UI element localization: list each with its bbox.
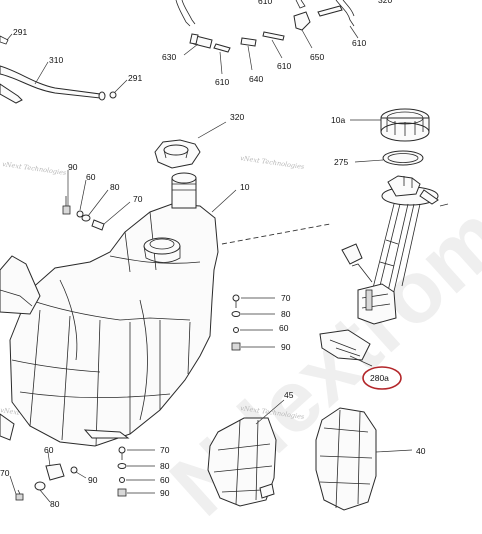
callout-280a: 280a	[370, 373, 389, 383]
elbow-650[interactable]	[293, 11, 311, 31]
callout-60-bottom: 60	[160, 475, 170, 485]
vent-hose-310[interactable]	[0, 65, 106, 104]
callout-90-bottom-left: 90	[88, 475, 98, 485]
callout-80-upper: 80	[110, 182, 120, 192]
heat-shield-40[interactable]	[315, 407, 377, 511]
callout-80-right: 80	[281, 309, 291, 319]
hose-610-a[interactable]	[213, 43, 231, 53]
fuel-pump-module[interactable]	[319, 175, 439, 361]
lock-ring-10a[interactable]	[380, 108, 430, 142]
callout-640: 640	[249, 74, 263, 84]
vent-line-top[interactable]	[175, 0, 196, 27]
callout-40: 40	[416, 446, 426, 456]
hardware-stack-upper-left[interactable]	[62, 196, 105, 231]
heat-shield-45[interactable]	[207, 417, 277, 507]
fuel-cap-320[interactable]	[154, 139, 201, 169]
small-watermark-1: vNext Technologies	[2, 160, 68, 177]
callout-310: 310	[49, 55, 63, 65]
left-edge-component[interactable]	[0, 255, 41, 441]
assembly-dashed-line	[221, 223, 331, 245]
callout-80-bottom: 80	[160, 461, 170, 471]
callout-90-bottom: 90	[160, 488, 170, 498]
callout-70-bottom: 70	[160, 445, 170, 455]
callout-320-top: 320	[378, 0, 392, 5]
hardware-stack-bottom-center[interactable]	[117, 446, 127, 497]
hardware-stack-right[interactable]	[231, 294, 241, 351]
hose-610-c[interactable]	[317, 5, 343, 17]
callout-291-left: 291	[13, 27, 27, 37]
callout-90-upper: 90	[68, 162, 78, 172]
callout-80-bottom-left: 80	[50, 499, 60, 509]
small-watermark-2: vNext Technologies	[240, 154, 306, 171]
callout-60-bottom-left: 60	[44, 445, 54, 455]
gasket-275[interactable]	[382, 150, 424, 166]
check-valve-630[interactable]	[189, 33, 213, 49]
hose-610-b[interactable]	[262, 31, 285, 41]
callout-610-a: 610	[215, 77, 229, 87]
callout-275: 275	[334, 157, 348, 167]
callout-70-right: 70	[281, 293, 291, 303]
callout-610-top: 610	[258, 0, 272, 6]
callout-280a-highlight[interactable]: 280a	[349, 355, 402, 390]
fitting-610-top[interactable]	[295, 0, 306, 9]
hose-clamp-291-right[interactable]	[109, 91, 117, 99]
callout-90-right: 90	[281, 342, 291, 352]
clip-320-top[interactable]	[335, 0, 355, 27]
hardware-stack-bottom-left[interactable]	[15, 463, 78, 501]
callout-650: 650	[310, 52, 324, 62]
callout-60-right: 60	[279, 323, 289, 333]
callout-291-right: 291	[128, 73, 142, 83]
callout-70-bottom-left: 70	[0, 468, 10, 478]
callout-610-b: 610	[277, 61, 291, 71]
callout-70-upper: 70	[133, 194, 143, 204]
callout-610-c: 610	[352, 38, 366, 48]
callout-320: 320	[230, 112, 244, 122]
connector-640[interactable]	[240, 37, 257, 47]
callout-45: 45	[284, 390, 294, 400]
fuel-tank-10[interactable]	[9, 172, 219, 447]
callout-10: 10	[240, 182, 250, 192]
callout-630: 630	[162, 52, 176, 62]
hose-clamp-291-left[interactable]	[0, 35, 9, 45]
callout-10a: 10a	[331, 115, 345, 125]
callout-60-upper: 60	[86, 172, 96, 182]
